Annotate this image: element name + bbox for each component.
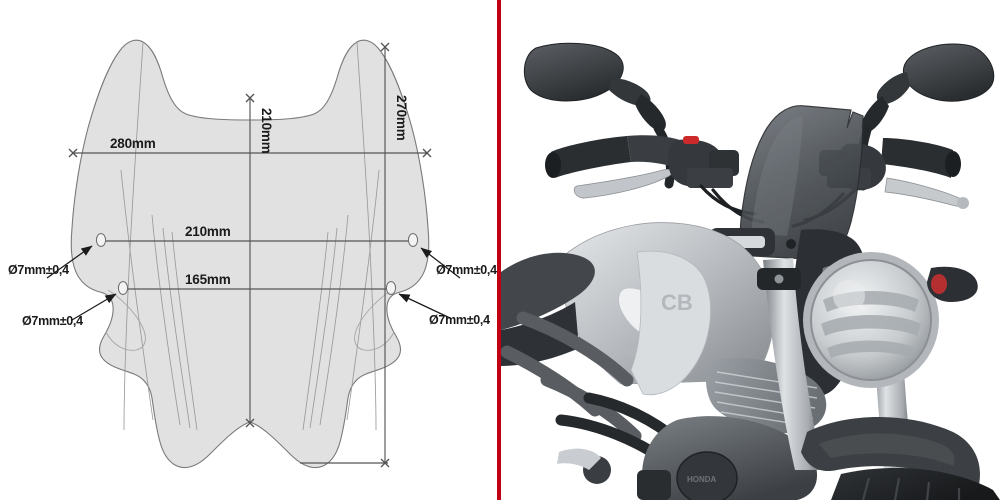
product-photo-pane: GIVI HONDA xyxy=(501,0,1000,500)
dimension-tick-280mm-left xyxy=(68,148,78,158)
dimension-tick-210mm-top xyxy=(245,93,255,103)
label-hole-lower-right: Ø7mm±0,4 xyxy=(429,313,490,327)
left-brake-lever xyxy=(573,169,673,199)
right-mirror xyxy=(861,43,995,133)
leader-line-lower-right xyxy=(398,293,451,319)
mounting-hole-lower-right xyxy=(385,281,397,295)
label-280mm: 280mm xyxy=(110,136,156,151)
front-tyre xyxy=(831,467,1000,500)
mounting-hole-upper-right xyxy=(407,233,419,247)
label-210mm-holes: 210mm xyxy=(185,224,231,239)
label-hole-upper-right: Ø7mm±0,4 xyxy=(436,263,497,277)
dimension-tick-210mm-bottom xyxy=(245,418,255,428)
mounting-hole-upper-left xyxy=(95,233,107,247)
label-210mm-vertical: 210mm xyxy=(259,108,274,154)
headlight xyxy=(803,252,939,388)
mounting-hole-lower-left xyxy=(117,281,129,295)
label-hole-lower-left: Ø7mm±0,4 xyxy=(22,314,83,328)
windscreen-crease-lines xyxy=(120,41,380,431)
red-divider-line xyxy=(497,0,501,500)
dimension-tick-280mm-right xyxy=(422,148,432,158)
engine-block: HONDA xyxy=(642,416,818,500)
dimension-tick-270mm-top xyxy=(380,42,390,52)
dimension-lines-group xyxy=(68,42,432,468)
engine-cover xyxy=(676,451,738,500)
svg-text:HONDA: HONDA xyxy=(687,475,717,484)
label-165mm-holes: 165mm xyxy=(185,272,231,287)
hole-leader-lines-group xyxy=(46,245,461,321)
windscreen-lobe-inner-curves xyxy=(105,289,395,351)
svg-text:CB: CB xyxy=(661,290,693,315)
label-hole-upper-left: Ø7mm±0,4 xyxy=(8,263,69,277)
leader-line-upper-left xyxy=(46,245,93,279)
misc-hardware xyxy=(557,448,671,500)
leader-line-lower-left xyxy=(71,293,117,321)
technical-drawing-pane: 280mm 210mm 270mm 210mm 165mm Ø7mm±0,4 Ø… xyxy=(0,0,497,500)
motorcycle-photo: GIVI HONDA xyxy=(501,0,1000,500)
svg-text:HONDA: HONDA xyxy=(607,348,645,358)
right-grip xyxy=(881,138,961,178)
left-mirror xyxy=(523,42,666,132)
kill-switch-red xyxy=(683,136,699,144)
leader-line-upper-right xyxy=(420,247,461,279)
rear-seat-cowl xyxy=(501,252,595,366)
radiator-shroud: CB xyxy=(630,250,711,396)
label-270mm-vertical: 270mm xyxy=(394,95,409,141)
windscreen-drawing: 280mm 210mm 270mm 210mm 165mm Ø7mm±0,4 Ø… xyxy=(8,39,497,469)
dimension-tick-270mm-bottom xyxy=(380,458,390,468)
turn-indicator xyxy=(927,266,978,302)
right-brake-lever xyxy=(884,177,969,209)
mounting-holes-group xyxy=(95,233,419,295)
